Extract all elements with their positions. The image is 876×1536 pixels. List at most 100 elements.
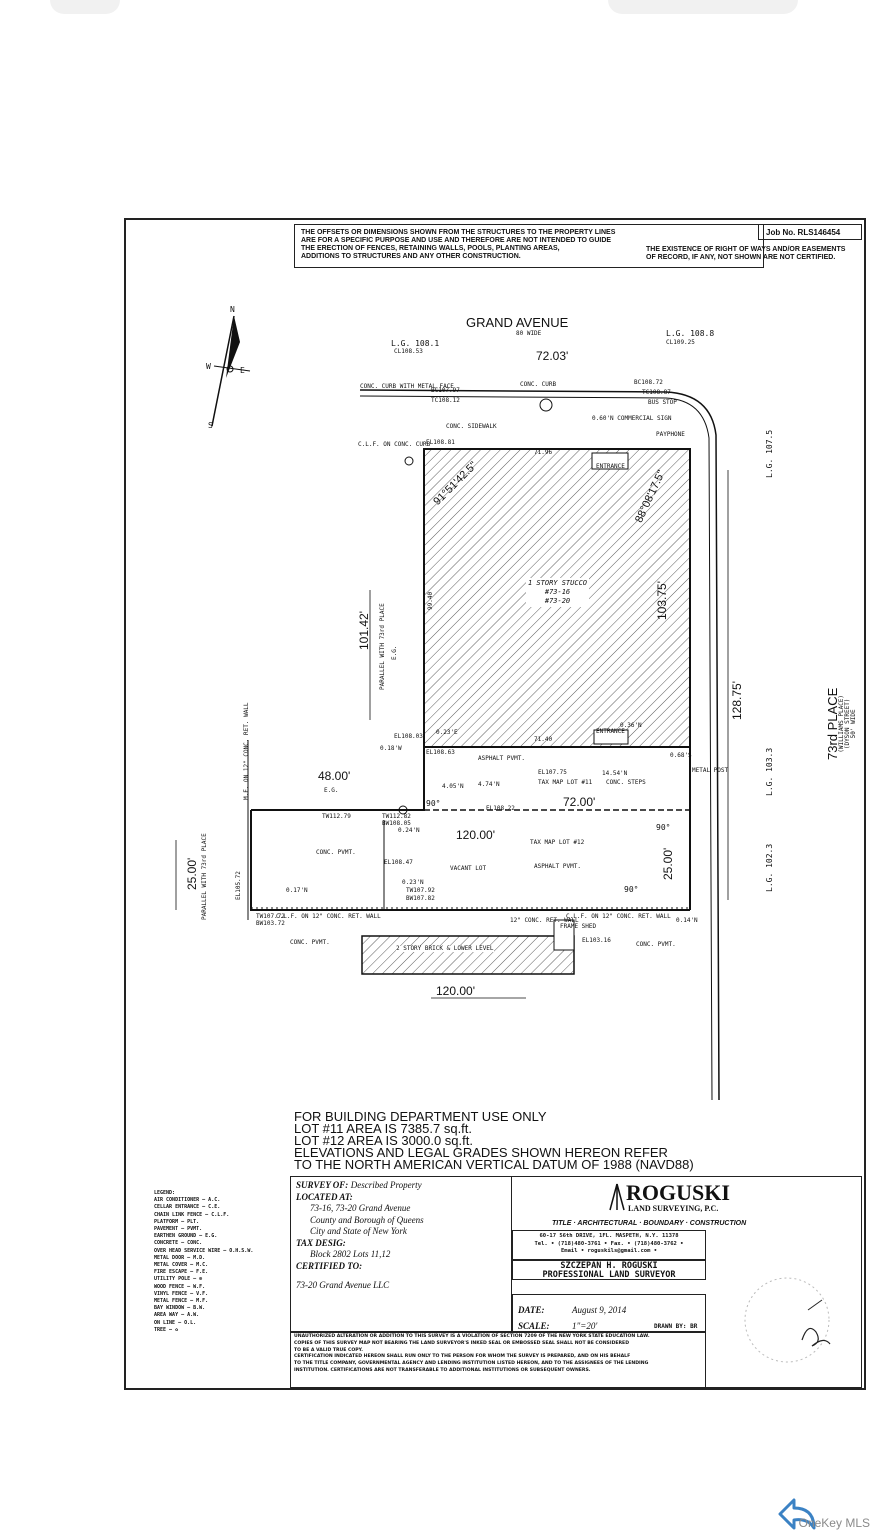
dim-left-width-note: PARALLEL WITH 73rd PLACE bbox=[201, 833, 208, 920]
survey-info: SURVEY OF: Described Property LOCATED AT… bbox=[296, 1180, 424, 1290]
label-tw-4: TW107.72 bbox=[256, 913, 285, 920]
label-bus-stop: BUS STOP bbox=[648, 399, 677, 406]
label-el-f: EL108.47 bbox=[384, 859, 413, 866]
label-tw-2: TW112.82 bbox=[382, 813, 411, 820]
label-cl-1: CL108.53 bbox=[394, 348, 423, 355]
dim-side-right: 128.75' bbox=[730, 681, 744, 720]
header-note-box bbox=[294, 224, 764, 268]
label-right-angle-1: 90° bbox=[426, 799, 441, 808]
survey-info-box bbox=[290, 1176, 512, 1332]
street-grand-avenue: GRAND AVENUE bbox=[466, 315, 569, 330]
disclaimer: UNAUTHORIZED ALTERATION OR ADDITION TO T… bbox=[294, 1334, 650, 1373]
job-number-box bbox=[758, 224, 862, 240]
compass-e: E bbox=[240, 366, 245, 375]
label-tc-1: TC108.12 bbox=[431, 397, 460, 404]
label-lg-2: L.G. 108.8 bbox=[666, 329, 715, 338]
label-off-6: 14.54'N bbox=[602, 770, 628, 777]
building-label: 1 STORY STUCCO #73-16 #73-20 bbox=[526, 578, 590, 607]
label-el-e: EL108.22 bbox=[486, 805, 515, 812]
label-el-b: EL108.63 bbox=[426, 749, 455, 756]
surveyor-box bbox=[512, 1260, 706, 1280]
label-sidewalk: CONC. SIDEWALK bbox=[446, 423, 497, 430]
top-left-shape bbox=[50, 0, 120, 14]
surveyor: SZCZEPAN H. ROGUSKI PROFESSIONAL LAND SU… bbox=[542, 1261, 676, 1280]
label-brick: 2 STORY BRICK & LOWER LEVEL bbox=[396, 945, 494, 952]
dim-lot12-width: 25.00' bbox=[661, 847, 675, 880]
label-commercial-sign: 0.60'N COMMERCIAL SIGN bbox=[592, 415, 672, 422]
label-vacant-lot: VACANT LOT bbox=[450, 865, 487, 872]
top-right-shape bbox=[608, 0, 798, 14]
label-tax-lot11: TAX MAP LOT #11 bbox=[538, 779, 593, 786]
survey-sheet: THE OFFSETS OR DIMENSIONS SHOWN FROM THE… bbox=[124, 218, 866, 1390]
building-dept-notes: FOR BUILDING DEPARTMENT USE ONLY LOT #11… bbox=[294, 1109, 694, 1172]
label-conc-steps: CONC. STEPS bbox=[606, 779, 646, 786]
label-bw-1: BW108.05 bbox=[382, 820, 411, 827]
label-bc-1: BC107.97 bbox=[431, 387, 460, 394]
compass-n: N bbox=[230, 305, 235, 314]
label-lg-right-1: L.G. 107.5 bbox=[765, 429, 774, 478]
label-off-10: 0.23'N bbox=[402, 879, 424, 886]
street-grand-avenue-width: 80 WIDE bbox=[516, 330, 542, 337]
label-frame-shed: FRAME SHED bbox=[560, 923, 597, 930]
dim-left-width: 25.00' bbox=[185, 857, 199, 890]
watermark: OneKey MLS bbox=[798, 1516, 870, 1530]
dim-side-left: 101.42' bbox=[357, 611, 371, 650]
label-bc-2: BC108.72 bbox=[634, 379, 663, 386]
label-eg-2: E.G. bbox=[324, 787, 339, 794]
compass-s: S bbox=[208, 421, 213, 430]
label-bw-2: BW107.82 bbox=[406, 895, 435, 902]
label-lg-right-3: L.G. 102.3 bbox=[765, 843, 774, 892]
label-conc-pvmt: CONC. PVMT. bbox=[316, 849, 356, 856]
label-asphalt: ASPHALT PVMT. bbox=[478, 755, 525, 762]
label-metal-post: METAL POST bbox=[692, 767, 729, 774]
label-off-11: 0.24'N bbox=[398, 827, 420, 834]
firm-tagline: TITLE · ARCHITECTURAL · BOUNDARY · CONST… bbox=[552, 1220, 747, 1227]
label-off-4: 4.74'N bbox=[478, 781, 500, 788]
label-mf-wall: M.F. ON 12" CONC. RET. WALL bbox=[243, 702, 250, 800]
label-off-8: 0.14'N bbox=[676, 917, 698, 924]
north-arrow-icon bbox=[211, 315, 251, 427]
label-off-5: 0.36'N bbox=[620, 722, 642, 729]
label-el-d: EL107.75 bbox=[538, 769, 567, 776]
label-entrance-bottom: ENTRANCE bbox=[596, 728, 625, 735]
label-clf-curb: C.L.F. ON CONC. CURB bbox=[358, 441, 431, 448]
onekey-logo-icon bbox=[778, 1498, 816, 1530]
label-off-2: 0.18'W bbox=[380, 745, 402, 752]
dim-bldg-back: 71.40 bbox=[534, 736, 553, 743]
label-bw-3: BW103.72 bbox=[256, 920, 285, 927]
drawn-by: DRAWN BY: BR bbox=[654, 1323, 698, 1330]
header-note-right: THE EXISTENCE OF RIGHT OF WAYS AND/OR EA… bbox=[646, 246, 846, 261]
label-ret-wall-right: C.L.F. ON 12" CONC. RET. WALL bbox=[566, 913, 671, 920]
label-curb-metal: CONC. CURB WITH METAL FACE bbox=[360, 383, 454, 390]
dim-left-48: 48.00' bbox=[318, 769, 351, 783]
disclaimer-box bbox=[290, 1332, 706, 1388]
dim-front: 72.03' bbox=[536, 349, 569, 363]
label-off-3: 4.05'N bbox=[442, 783, 464, 790]
firm-address-box bbox=[512, 1230, 706, 1260]
label-conc-pvmt-2: CONC. PVMT. bbox=[290, 939, 330, 946]
label-off-1: 0.23'E bbox=[436, 729, 458, 736]
label-conc-pvmt-3: CONC. PVMT. bbox=[636, 941, 676, 948]
label-el-h: EL105.72 bbox=[235, 871, 242, 900]
dim-bottom: 120.00' bbox=[436, 984, 475, 998]
dim-lot12-depth: 120.00' bbox=[456, 828, 495, 842]
label-el-a: EL108.81 bbox=[426, 439, 455, 446]
signature-seal bbox=[744, 1277, 831, 1363]
job-number: Job No. RLS146454 bbox=[766, 228, 841, 237]
label-lg-1: L.G. 108.1 bbox=[391, 339, 440, 348]
label-off-9: 0.17'N bbox=[286, 887, 308, 894]
dim-lot11-width: 72.00' bbox=[563, 795, 596, 809]
label-ret-wall-12: 12" CONC. RET. WALL bbox=[510, 917, 579, 924]
dim-side-left-note: PARALLEL WITH 73rd PLACE bbox=[379, 603, 386, 690]
label-eg-1: E.G. bbox=[391, 645, 398, 660]
label-off-7: 0.68'S bbox=[670, 752, 692, 759]
label-tw-1: TW112.79 bbox=[322, 813, 351, 820]
header-note-left: THE OFFSETS OR DIMENSIONS SHOWN FROM THE… bbox=[301, 229, 616, 260]
dim-top-inner: 71.96 bbox=[534, 449, 553, 456]
street-73rd-place: 73rd PLACE (WILLIAMS PLACE) (DYSON STREE… bbox=[825, 687, 857, 760]
label-el-c: EL108.03 bbox=[394, 733, 423, 740]
label-asphalt-2: ASPHALT PVMT. bbox=[534, 863, 581, 870]
firm-address: 60-17 56th DRIVE, 1FL. MASPETH, N.Y. 113… bbox=[534, 1233, 684, 1254]
label-lg-right-2: L.G. 103.3 bbox=[765, 747, 774, 796]
label-right-angle-3: 90° bbox=[624, 885, 639, 894]
